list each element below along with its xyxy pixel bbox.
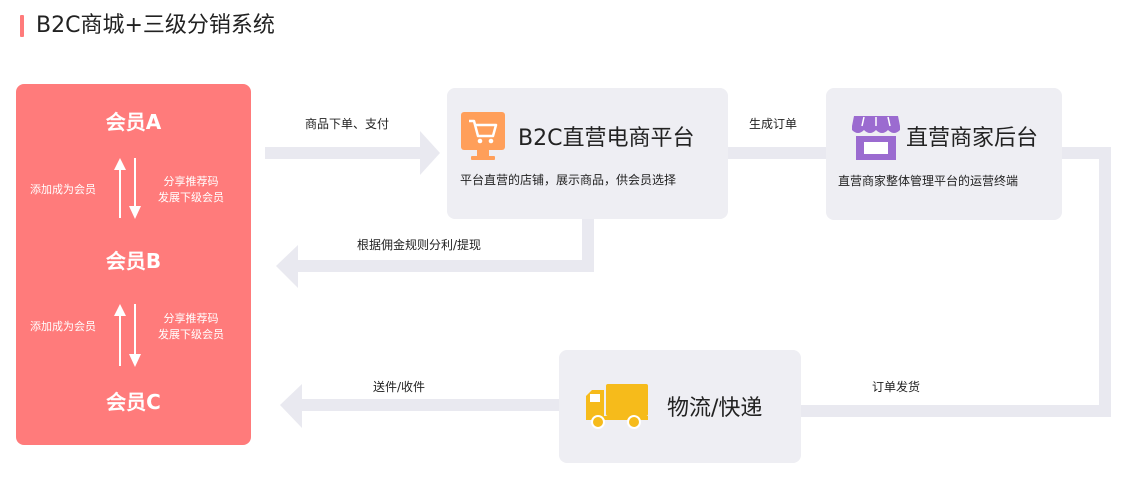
title-accent-bar — [20, 15, 24, 37]
truck-icon — [586, 384, 648, 429]
member-panel — [16, 84, 251, 445]
member-arrows — [114, 158, 141, 367]
order-pay-arrow-shaft — [265, 147, 422, 159]
platform-title: B2C直营电商平台 — [518, 126, 695, 151]
order-ship-connector — [800, 405, 1111, 417]
order-pay-label: 商品下单、支付 — [305, 117, 390, 131]
develop-lower-note-1: 发展下级会员 — [158, 191, 224, 204]
develop-lower-note-2: 发展下级会员 — [158, 328, 224, 341]
member-b-label: 会员B — [105, 249, 162, 273]
platform-subtitle: 平台直营的店铺，展示商品，供会员选择 — [460, 173, 677, 187]
backend-right-connector — [1061, 147, 1111, 159]
member-a-label: 会员A — [105, 110, 162, 134]
logistics-title: 物流/快递 — [667, 396, 763, 421]
generate-order-connector — [727, 147, 827, 159]
backend-title: 直营商家后台 — [906, 126, 1039, 151]
deliver-arrow-shaft — [300, 399, 562, 411]
order-pay-arrow-head — [420, 131, 440, 175]
deliver-arrow-head — [280, 384, 302, 428]
generate-order-label: 生成订单 — [749, 117, 798, 131]
cart-monitor-icon — [461, 112, 505, 160]
add-member-note-1: 添加成为会员 — [30, 183, 96, 196]
storefront-icon — [852, 116, 900, 160]
down-arrow-ab-head — [129, 206, 141, 219]
up-arrow-ab-head — [114, 158, 126, 170]
member-c-label: 会员C — [106, 390, 161, 414]
commission-label: 根据佣金规则分利/提现 — [357, 238, 482, 252]
order-ship-label: 订单发货 — [872, 380, 921, 394]
down-arrow-bc-head — [129, 354, 141, 367]
backend-subtitle: 直营商家整体管理平台的运营终端 — [838, 174, 1019, 188]
up-arrow-bc-head — [114, 304, 126, 316]
right-vertical-connector — [1099, 147, 1111, 417]
commission-arrow-head — [276, 245, 298, 288]
deliver-receive-label: 送件/收件 — [373, 380, 426, 394]
commission-arrow-shaft — [298, 260, 594, 272]
share-code-note-2: 分享推荐码 — [163, 312, 219, 325]
platform-card — [447, 88, 728, 219]
page-title: B2C商城+三级分销系统 — [36, 13, 275, 38]
commission-vertical-connector — [582, 218, 594, 272]
add-member-note-2: 添加成为会员 — [30, 320, 96, 333]
share-code-note-1: 分享推荐码 — [163, 175, 219, 188]
